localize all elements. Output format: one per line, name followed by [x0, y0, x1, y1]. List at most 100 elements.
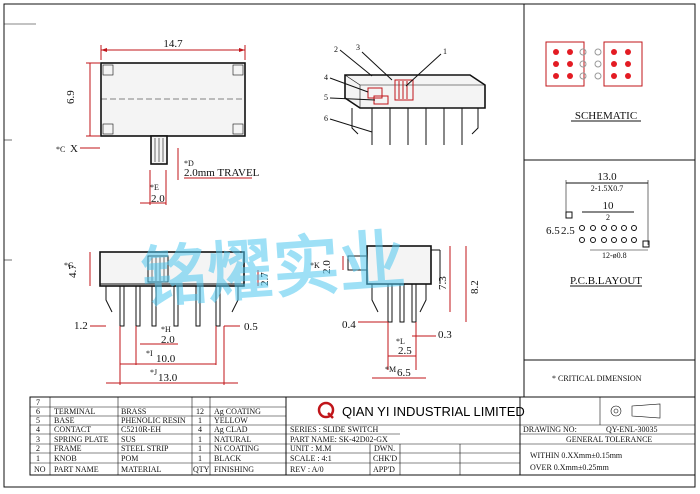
bom-row-2-finish: Ni COATING [214, 444, 259, 453]
bom-row-6-finish: Ag COATING [214, 407, 261, 416]
side-view: *K 2.0 7.3 8.2 0.4 0.3 *L 2.5 *M 6.5 [310, 245, 481, 379]
title-block: 7 6 TERMINAL BRASS 12 Ag COATING 5 BASE … [29, 396, 696, 476]
iso-terminals [351, 108, 479, 145]
schematic-title: SCHEMATIC [575, 110, 637, 122]
dim-e-value: 2.0 [151, 193, 165, 205]
company-logo-icon [317, 401, 335, 419]
appd-label: APP'D [373, 465, 395, 474]
switch-body-front [99, 251, 245, 287]
mark-m: *M [385, 365, 396, 374]
bom-row-4-finish: Ag CLAD [214, 425, 248, 434]
mark-k: *K [310, 261, 320, 270]
pcb-layout-panel: 13.0 2-1.5X0.7 10 2 6.5 2.5 12-ø0.8 P.C.… [546, 171, 650, 287]
scale-label: SCALE : 4:1 [290, 454, 332, 463]
front-view: *G 4.7 2.7 1.2 0.5 *H 2.0 *I 10.0 *J 13.… [64, 251, 271, 385]
company-name: QIAN YI INDUSTRIAL LIMITED [342, 404, 525, 419]
bom-row-6-material: BRASS [121, 407, 146, 416]
pcb-dim-6-5: 6.5 [546, 225, 560, 237]
bom-header-qty: QTY [193, 465, 210, 474]
mark-h: *H [161, 325, 171, 334]
bom-row-4-material: C5210R-EH [121, 425, 161, 434]
unit-label: UNIT : M.M [290, 444, 331, 453]
critical-note: * CRITICAL DIMENSION [552, 374, 642, 383]
pcb-title: P.C.B.LAYOUT [570, 275, 642, 287]
bom-table: 7 6 TERMINAL BRASS 12 Ag COATING 5 BASE … [30, 397, 287, 475]
bom-row-1-finish: BLACK [214, 454, 241, 463]
dim-10-0: 10.0 [156, 353, 176, 365]
bom-row-5-material: PHENOLIC RESIN [121, 416, 186, 425]
rev-label: REV : A/0 [290, 465, 324, 474]
switch-body-top [100, 62, 246, 137]
dim-height-6-9: 6.9 [65, 90, 77, 104]
mark-x: X [70, 143, 78, 155]
schematic-panel: SCHEMATIC [545, 41, 643, 122]
pcb-dim-2-5: 2.5 [561, 225, 575, 237]
mark-d: *D [184, 159, 194, 168]
dim-13-0: 13.0 [158, 372, 178, 384]
bom-row-2-qty: 1 [198, 444, 202, 453]
series-label: SERIES : SLIDE SWITCH [290, 425, 378, 434]
bom-row-2-no: 2 [36, 444, 40, 453]
dwn-label: DWN. [374, 444, 395, 453]
bom-header-no: NO [34, 465, 46, 474]
bom-row-1-qty: 1 [198, 454, 202, 463]
bom-row-3-no: 3 [36, 435, 40, 444]
bom-row-3-finish: NATURAL [214, 435, 251, 444]
callout-6: 6 [324, 114, 328, 123]
dim-g-value: 4.7 [67, 264, 79, 278]
dim-7-3: 7.3 [437, 276, 449, 290]
dim-8-2: 8.2 [469, 280, 481, 294]
knob-side [347, 255, 368, 271]
bom-row-2-part: FRAME [54, 444, 82, 453]
bom-row-6-qty: 12 [196, 407, 204, 416]
bom-row-5-part: BASE [54, 416, 75, 425]
bom-header-part: PART NAME [54, 465, 99, 474]
bom-row-1-part: KNOB [54, 454, 77, 463]
front-terminals [105, 285, 239, 327]
dim-0-5: 0.5 [244, 321, 258, 333]
bom-row-2-material: STEEL STRIP [121, 444, 169, 453]
pcb-dim-2: 2 [606, 213, 610, 222]
part-name-label: PART NAME: SK-42D02-GX [290, 435, 388, 444]
pcb-dim-10: 10 [603, 200, 615, 212]
bom-row-5-finish: YELLOW [214, 416, 248, 425]
schematic-contacts [553, 48, 631, 80]
mark-j: *J [150, 368, 157, 377]
mark-c: *C [56, 145, 65, 154]
pcb-dim-13: 13.0 [597, 171, 617, 183]
company-watermark: 铭燿实业 [139, 222, 408, 317]
mark-e: *E [150, 183, 159, 192]
dim-k-value: 2.0 [321, 260, 333, 274]
drawing-no-value: QY-ENL-30035 [606, 425, 658, 434]
bom-header-material: MATERIAL [121, 465, 162, 474]
bom-row-1-material: POM [121, 454, 138, 463]
pcb-pads [579, 225, 637, 243]
tolerance-within: WITHIN 0.XXmm±0.15mm [530, 451, 623, 460]
bom-row-4-no: 4 [36, 425, 40, 434]
dim-0-4: 0.4 [342, 319, 356, 331]
chkd-label: CHK'D [373, 454, 397, 463]
bom-row-4-part: CONTACT [54, 425, 91, 434]
tolerance-over: OVER 0.Xmm±0.25mm [530, 463, 610, 472]
tolerance-title: GENERAL TOLERANCE [566, 435, 652, 444]
dim-h-value: 2.0 [161, 334, 175, 346]
bom-row-5-qty: 1 [198, 416, 202, 425]
bom-row-4-qty: 4 [198, 425, 202, 434]
mark-g: *G [64, 261, 74, 270]
dim-2-7: 2.7 [259, 272, 271, 286]
callout-4: 4 [324, 73, 328, 82]
side-terminals [371, 283, 427, 323]
travel-label: 2.0mm TRAVEL [184, 167, 260, 179]
bom-row-6-part: TERMINAL [54, 407, 95, 416]
dim-m-value: 6.5 [397, 367, 411, 379]
bom-row-1-no: 1 [36, 454, 40, 463]
bom-row-7-no: 7 [36, 398, 40, 407]
callout-2: 2 [334, 45, 338, 54]
dim-l-value: 2.5 [398, 345, 412, 357]
projection-symbol-icon [631, 403, 661, 419]
bom-header-finish: FINISHING [214, 465, 254, 474]
bom-row-3-material: SUS [121, 435, 136, 444]
callout-3: 3 [356, 43, 360, 52]
pcb-holes: 2-1.5X0.7 [591, 184, 623, 193]
